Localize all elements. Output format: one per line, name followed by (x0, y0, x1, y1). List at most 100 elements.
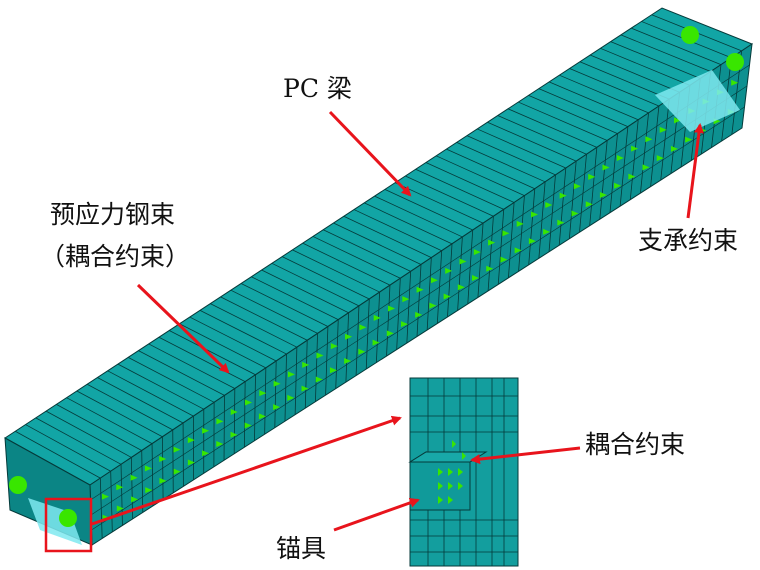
mesh-line (199, 309, 287, 422)
tendon-marker (187, 437, 195, 444)
tendon-marker (302, 361, 310, 368)
mesh-line (261, 269, 350, 383)
mesh-line (179, 323, 267, 435)
tendon-marker (573, 183, 581, 190)
mesh-line (91, 106, 745, 531)
mesh-line (169, 330, 256, 441)
mesh-line (394, 182, 484, 298)
tendon-marker (301, 385, 309, 392)
inset-mesh-lines (410, 378, 518, 566)
tendon-marker (287, 394, 295, 401)
tendon-marker (514, 247, 522, 254)
label-tendon: 预应力钢束 (50, 200, 176, 229)
mesh-line (466, 135, 556, 252)
tendon-marker (287, 371, 295, 378)
tendon-marker (443, 293, 451, 300)
mesh-line (333, 222, 422, 337)
tendon-marker (559, 192, 567, 199)
mesh-line (220, 296, 308, 409)
arrow-tendon (136, 283, 230, 374)
mesh-line (507, 108, 598, 226)
tendon-marker (345, 333, 353, 340)
mesh-line (25, 424, 113, 532)
tendon-marker (502, 230, 510, 237)
mesh-line (569, 68, 660, 187)
tendon-marker (543, 228, 551, 235)
mesh-line (518, 101, 608, 220)
tendon-marker (372, 339, 380, 346)
mesh-line (271, 262, 360, 376)
mesh-line (138, 350, 225, 461)
tendon-marker (330, 343, 338, 350)
tendon-marker (472, 275, 480, 282)
tendon-marker (173, 468, 181, 475)
tendon-marker (631, 145, 639, 152)
anchor-highlight-box (44, 497, 93, 553)
tendon-marker (516, 220, 524, 227)
tendon-marker (585, 201, 593, 208)
mesh-line (425, 162, 515, 278)
mesh-line (456, 142, 546, 259)
mesh-line (251, 276, 339, 389)
tendon-marker (400, 321, 408, 328)
mesh-line (415, 168, 505, 285)
tendon-marker (202, 427, 210, 434)
tendon-marker (614, 182, 622, 189)
mesh-line (528, 94, 618, 213)
arrow-anchor (333, 497, 420, 532)
label-support: 支承约束 (638, 226, 739, 255)
tendon-marker (145, 487, 153, 494)
label-coupling: 耦合约束 (585, 430, 686, 459)
tendon-marker (388, 305, 395, 312)
tendon-marker (316, 352, 324, 359)
mesh-line (548, 81, 639, 200)
support-constraint-left (9, 476, 82, 545)
mesh-line (66, 397, 154, 506)
tendon-marker (557, 219, 565, 226)
tendon-marker (616, 155, 624, 162)
tendon-marker (588, 173, 596, 180)
mesh-line (312, 236, 401, 350)
support-constraint-right (655, 26, 744, 132)
mesh-line (384, 189, 474, 304)
tendon-marker (731, 79, 739, 86)
mesh-line (323, 229, 412, 344)
tendon-marker (359, 324, 367, 331)
mesh-line (210, 303, 298, 415)
mesh-line (538, 88, 629, 207)
tendon-marker (670, 145, 678, 152)
tendon-marker (373, 314, 381, 321)
mesh-line (90, 64, 750, 501)
tendon-marker (642, 164, 650, 171)
tendon-marker (457, 284, 465, 291)
tendon-marker (415, 311, 423, 318)
label-anchor: 锚具 (276, 534, 327, 563)
mesh-line (86, 383, 174, 493)
mesh-line (56, 404, 144, 513)
label-pc-beam: PC 梁 (283, 74, 352, 103)
tendon-marker (102, 493, 109, 500)
beam-mesh-lines (15, 14, 750, 539)
tendon-marker (656, 155, 664, 162)
tendon-marker (216, 418, 224, 425)
arrow-pc-beam (328, 110, 412, 197)
tendon-marker (329, 367, 337, 374)
tendon-marker (500, 256, 508, 263)
tendon-marker (429, 302, 437, 309)
tendon-marker (230, 431, 238, 438)
arrow-to-inset (91, 415, 402, 526)
arrow-support (686, 123, 704, 219)
pc-beam-mesh (4, 7, 754, 553)
tendon-marker (116, 484, 124, 491)
mesh-line (343, 215, 432, 331)
arrow-coupling (470, 446, 581, 465)
mesh-line (364, 202, 453, 317)
mesh-line (128, 357, 215, 467)
tendon-coupling-markers (102, 79, 739, 521)
label-tendon-coupling: （耦合约束） (40, 242, 191, 271)
tendon-marker (571, 210, 579, 217)
tendon-marker (173, 446, 181, 453)
tendon-marker (131, 496, 139, 503)
mesh-line (240, 283, 329, 396)
